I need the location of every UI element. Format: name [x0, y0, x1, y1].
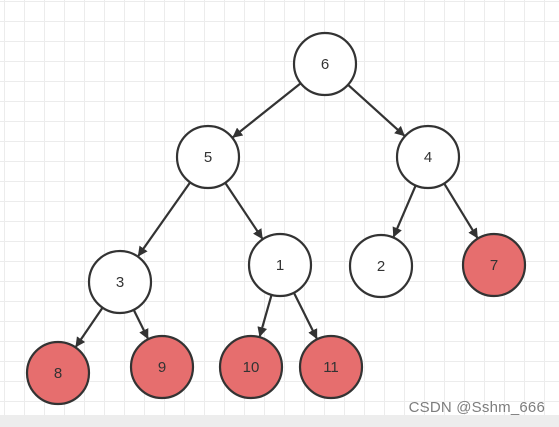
- edge-n5-to-n1: [223, 180, 264, 240]
- node-label: 3: [116, 274, 124, 291]
- node-circle: [395, 124, 461, 190]
- node-circle: [461, 232, 527, 298]
- node-label: 2: [377, 258, 385, 275]
- edge-n6-to-n4: [345, 82, 405, 137]
- node-label: 4: [424, 149, 432, 166]
- tree-node-5: 5: [175, 124, 241, 190]
- node-circle: [247, 232, 313, 298]
- bottom-strip: [0, 415, 559, 427]
- edge-n3-to-n9: [131, 307, 149, 340]
- tree-node-2: 2: [348, 233, 414, 299]
- nodes-layer: 6 5 4 3 1 2 7 8 9 10 11: [25, 31, 527, 406]
- edge-n1-to-n11: [292, 290, 318, 340]
- node-label: 6: [321, 56, 329, 73]
- node-circle: [129, 334, 195, 400]
- edge-n4-to-n7: [442, 181, 479, 239]
- tree-node-3: 3: [87, 249, 153, 315]
- tree-node-11: 11: [298, 334, 364, 400]
- tree-node-4: 4: [395, 124, 461, 190]
- node-circle: [348, 233, 414, 299]
- edges-layer: [75, 81, 479, 348]
- node-label: 8: [54, 365, 62, 382]
- node-circle: [218, 334, 284, 400]
- node-circle: [292, 31, 358, 97]
- tree-diagram: 6 5 4 3 1 2 7 8 9 10 11: [25, 31, 527, 406]
- node-circle: [175, 124, 241, 190]
- edge-n3-to-n8: [75, 305, 105, 348]
- tree-node-7: 7: [461, 232, 527, 298]
- tree-node-1: 1: [247, 232, 313, 298]
- node-label: 11: [323, 359, 339, 376]
- tree-node-8: 8: [25, 340, 91, 406]
- edge-n1-to-n10: [257, 292, 274, 338]
- edge-n6-to-n5: [232, 81, 303, 138]
- node-circle: [298, 334, 364, 400]
- node-label: 1: [276, 257, 284, 274]
- node-label: 7: [490, 257, 498, 274]
- node-label: 9: [158, 359, 166, 376]
- node-circle: [25, 340, 91, 406]
- tree-node-10: 10: [218, 334, 284, 400]
- watermark: CSDN @Sshm_666: [408, 399, 545, 416]
- node-label: 10: [243, 359, 260, 376]
- node-circle: [87, 249, 153, 315]
- edge-n5-to-n3: [137, 180, 193, 257]
- tree-node-6: 6: [292, 31, 358, 97]
- edge-n4-to-n2: [392, 183, 418, 238]
- tree-node-9: 9: [129, 334, 195, 400]
- node-label: 5: [204, 149, 212, 166]
